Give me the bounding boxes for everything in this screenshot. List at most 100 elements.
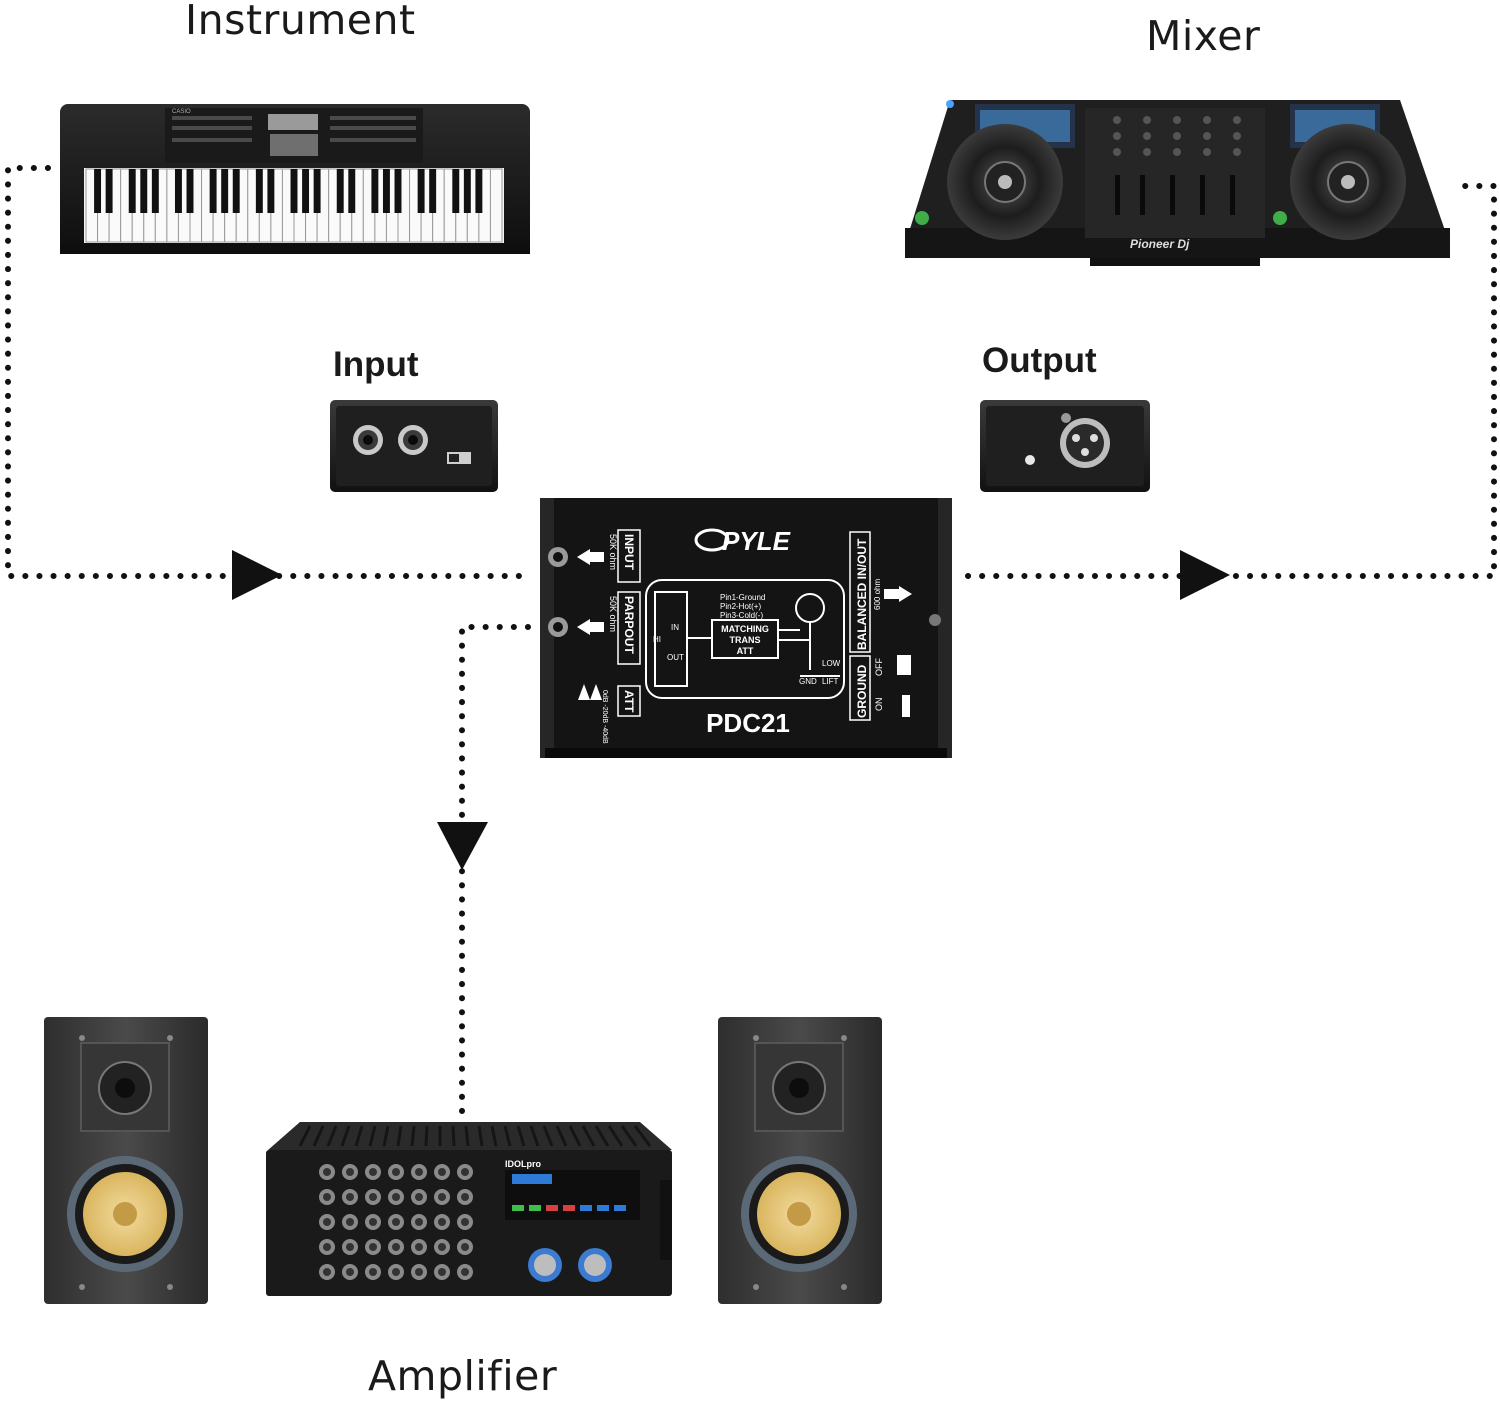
vent-slot: [490, 1125, 498, 1147]
black-key: [232, 169, 240, 213]
svg-text:PDC21: PDC21: [706, 708, 790, 738]
vent-slot: [607, 1125, 624, 1147]
mixer-knob: [1173, 116, 1181, 124]
svg-text:PYLE: PYLE: [722, 526, 791, 556]
amp-knob-center: [461, 1268, 469, 1276]
amp-led: [597, 1205, 609, 1211]
svg-text:Pioneer Dj: Pioneer Dj: [1130, 237, 1190, 251]
black-key: [452, 169, 460, 213]
amp-knob-center: [461, 1243, 469, 1251]
amp-knob-center: [392, 1243, 400, 1251]
mixer-knob: [1233, 148, 1241, 156]
black-key: [302, 169, 310, 213]
vent-slot: [340, 1125, 351, 1147]
amp-knob-center: [438, 1168, 446, 1176]
black-key: [105, 169, 113, 213]
svg-text:MATCHING: MATCHING: [721, 624, 769, 634]
black-key: [267, 169, 275, 213]
black-key: [290, 169, 298, 213]
svg-text:50K ohm: 50K ohm: [608, 534, 618, 570]
vent-slot: [396, 1125, 403, 1147]
mixer-knob: [1203, 132, 1211, 140]
jack-arrow-icon: [577, 619, 590, 635]
svg-text:ATT: ATT: [622, 690, 636, 713]
svg-text:OUT: OUT: [667, 653, 684, 662]
vent-slot: [516, 1125, 526, 1147]
svg-text:PARPOUT: PARPOUT: [622, 596, 636, 654]
mixer-knob: [1143, 132, 1151, 140]
svg-text:50K ohm: 50K ohm: [608, 596, 618, 632]
svg-text:LIFT: LIFT: [822, 677, 839, 686]
vent-slot: [382, 1125, 390, 1147]
svg-text:ON: ON: [874, 698, 884, 712]
amp-knob-center: [438, 1268, 446, 1276]
amp-knob-center: [415, 1168, 423, 1176]
amp-knob-center: [369, 1193, 377, 1201]
vent-slot: [368, 1125, 377, 1147]
vent-slot: [542, 1125, 554, 1147]
svg-text:TRANS: TRANS: [730, 635, 761, 645]
amp-knob-center: [323, 1243, 331, 1251]
amp-knob-center: [438, 1243, 446, 1251]
amp-knob-center: [438, 1218, 446, 1226]
mixer-knob: [1233, 132, 1241, 140]
black-key: [151, 169, 159, 213]
amp-knob-center: [369, 1243, 377, 1251]
amp-knob-center: [323, 1268, 331, 1276]
svg-text:LOW: LOW: [822, 659, 841, 668]
vent-slot: [464, 1125, 470, 1147]
signal-lines: [5, 165, 1497, 1115]
black-key: [140, 169, 148, 213]
amplifier-image: IDOLpro: [266, 1122, 672, 1296]
amp-led: [546, 1205, 558, 1211]
pyle-logo: PYLE: [694, 526, 791, 556]
vent-slot: [503, 1125, 512, 1147]
mixer-knob: [1233, 116, 1241, 124]
svg-text:OFF: OFF: [874, 658, 884, 676]
vent-slot: [298, 1125, 312, 1147]
vent-slot: [424, 1125, 429, 1147]
vent-slot: [451, 1125, 456, 1147]
mixer-knob: [1203, 148, 1211, 156]
xlr-arrow-icon: [899, 586, 912, 602]
black-key: [313, 169, 321, 213]
arrow-right-icon: [1180, 550, 1230, 600]
keyboard-image: CASIO: [60, 104, 530, 254]
amp-led: [614, 1205, 626, 1211]
vent-slot: [620, 1125, 638, 1147]
svg-text:ATT: ATT: [737, 646, 754, 656]
output-panel-image: [980, 400, 1150, 492]
instrument-label: Instrument: [185, 0, 416, 44]
amp-knob-center: [346, 1243, 354, 1251]
amp-led: [580, 1205, 592, 1211]
vent-slot: [410, 1125, 416, 1147]
black-key: [475, 169, 483, 213]
amp-knob-center: [461, 1218, 469, 1226]
jack-arrow-icon: [577, 549, 590, 565]
white-key: [489, 168, 503, 243]
amp-knob-center: [392, 1193, 400, 1201]
black-key: [186, 169, 194, 213]
amp-knob-center: [392, 1268, 400, 1276]
amp-led: [563, 1205, 575, 1211]
mixer-knob: [1173, 132, 1181, 140]
amplifier-label: Amplifier: [368, 1352, 558, 1400]
svg-text:0dB -20dB -40dB: 0dB -20dB -40dB: [601, 690, 608, 744]
jack-icon: [398, 425, 428, 455]
xlr-connector-icon: [1060, 413, 1110, 468]
black-key: [94, 169, 102, 213]
amp-led: [512, 1205, 524, 1211]
amp-knob-center: [346, 1268, 354, 1276]
dj-mixer-image: Pioneer Dj: [905, 100, 1450, 266]
jack-icon: [353, 425, 383, 455]
black-key: [221, 169, 229, 213]
svg-text:Pin2-Hot(+): Pin2-Hot(+): [720, 602, 761, 611]
svg-text:IN: IN: [671, 623, 679, 632]
arrowheads: [232, 550, 1230, 870]
amp-knob-center: [323, 1193, 331, 1201]
circuit-schematic: [645, 579, 845, 699]
svg-text:CASIO: CASIO: [172, 109, 191, 115]
vent-slot: [633, 1125, 652, 1147]
amp-knob-center: [415, 1193, 423, 1201]
